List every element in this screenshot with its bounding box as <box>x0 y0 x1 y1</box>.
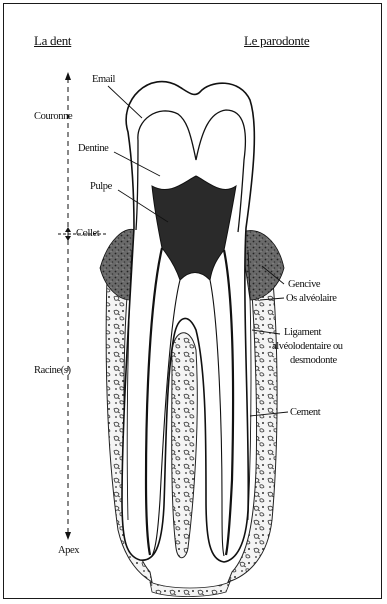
label-racines: Racine(s) <box>34 364 71 377</box>
label-email: Email <box>92 73 115 86</box>
label-cement: Cement <box>290 406 320 419</box>
axis-arrow-top <box>65 72 71 80</box>
label-gencive: Gencive <box>288 278 320 291</box>
label-collet: Collet <box>76 227 99 240</box>
label-os-alveolaire: Os alvéolaire <box>286 292 336 305</box>
label-apex: Apex <box>58 544 79 557</box>
label-ligament-1: Ligament <box>284 326 321 339</box>
label-dentine: Dentine <box>78 142 108 155</box>
label-ligament-3: desmodonte <box>290 354 337 367</box>
label-pulpe: Pulpe <box>90 180 112 193</box>
axis-arrow-bottom <box>65 532 71 540</box>
label-couronne: Couronne <box>34 110 72 123</box>
label-ligament-2: alvéolodentaire ou <box>272 340 343 353</box>
